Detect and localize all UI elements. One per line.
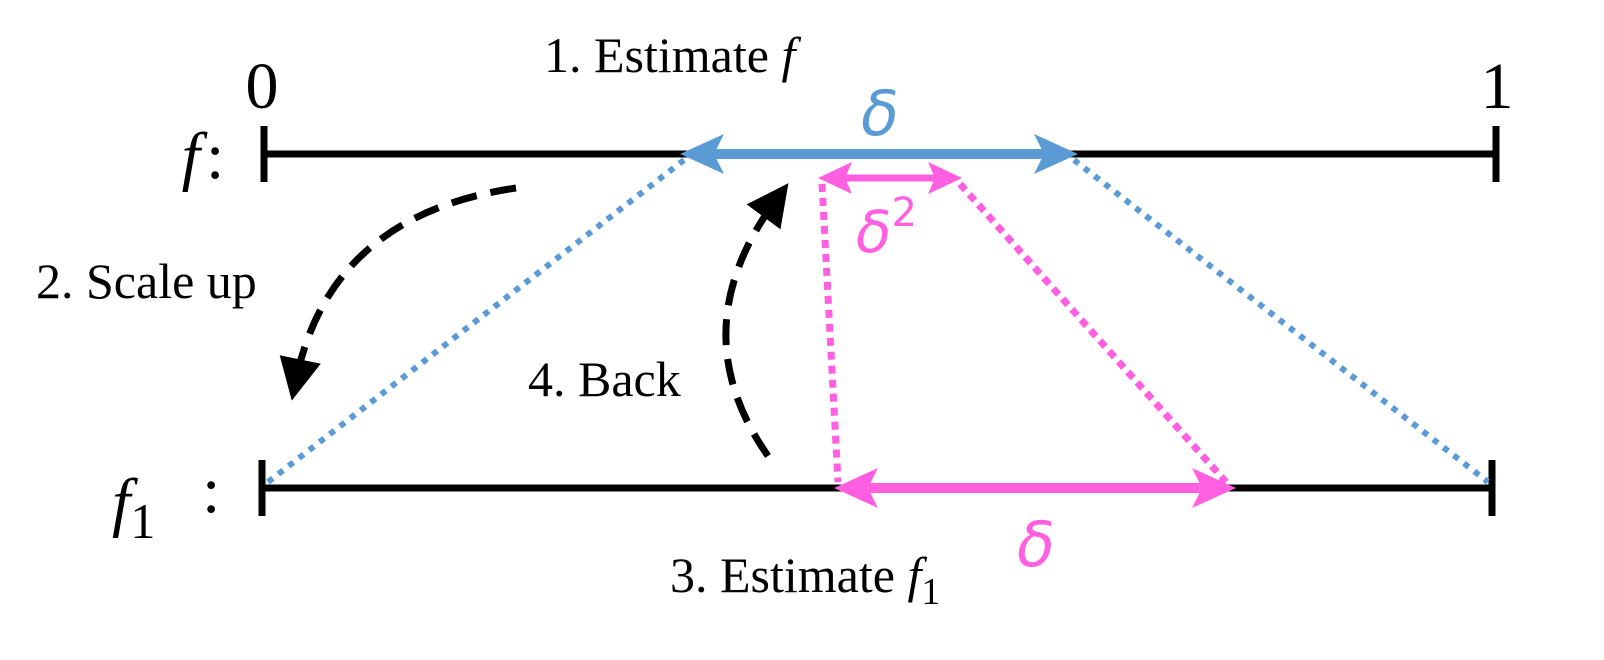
f1-subscript: 1 (130, 493, 155, 549)
delta-squared-interval (818, 162, 962, 194)
label-one: 1 (1481, 50, 1514, 123)
f1-colon: : (202, 454, 220, 527)
step2-label: 2. Scale up (36, 253, 257, 309)
scale-up-arrow (279, 184, 517, 401)
blue-arrowhead-left (680, 134, 724, 174)
f1-label: f1 (112, 466, 155, 549)
back-arrow (722, 183, 789, 459)
pink-arrowhead-left (834, 468, 878, 508)
step1-label: 1. Estimate f (544, 27, 801, 83)
delta-bottom-label: δ (1017, 508, 1055, 581)
delta-top-label: δ (861, 77, 899, 150)
delta-interval-f1 (834, 468, 1236, 508)
step4-label: 4. Back (528, 351, 681, 407)
f-label: f (182, 120, 208, 193)
pink-projection-right (957, 181, 1229, 485)
blue-arrowhead-right (1034, 134, 1078, 174)
blue-projection-right (1072, 157, 1490, 485)
f-colon: : (206, 120, 224, 193)
delta-squared-label: δ2 (856, 190, 917, 266)
delta-interval-f (680, 134, 1078, 174)
pink-small-arrowhead-right (928, 162, 962, 194)
blue-projection-left (266, 157, 686, 485)
step3-label: 3. Estimate f1 (670, 547, 940, 613)
pink-projection-left (818, 183, 842, 483)
pink-small-arrowhead-left (818, 162, 852, 194)
label-zero: 0 (246, 50, 279, 123)
pink-arrowhead-right (1192, 468, 1236, 508)
